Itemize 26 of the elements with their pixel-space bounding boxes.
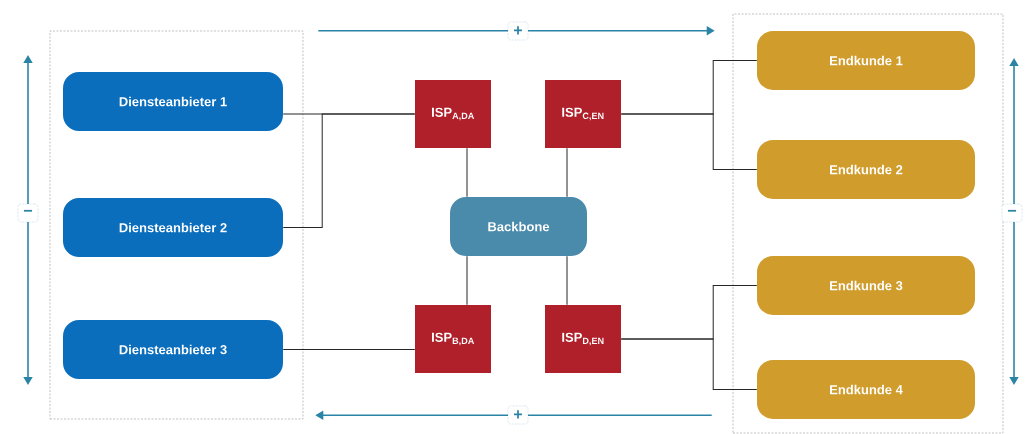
group-frame <box>49 30 304 420</box>
minus-label: − <box>1001 203 1023 223</box>
connector <box>466 255 468 306</box>
rounded-box: Backbone <box>450 197 587 256</box>
minus-label: − <box>17 203 39 223</box>
isp-box: ISP$_{A,DA}$ <box>415 80 491 148</box>
connector <box>566 147 568 198</box>
connector <box>620 338 758 390</box>
group-frame <box>732 13 1004 434</box>
connector <box>282 113 416 228</box>
edge-label: + <box>507 21 529 41</box>
isp-box: ISP$_{D,EN}$ <box>545 305 621 373</box>
connector <box>466 147 468 198</box>
rounded-box: Endkunde 3 <box>757 256 975 315</box>
rounded-box: Endkunde 4 <box>757 360 975 419</box>
rounded-box: Diensteanbieter 3 <box>63 320 283 379</box>
rounded-box: Endkunde 1 <box>757 31 975 90</box>
connector <box>620 113 758 170</box>
rounded-box: Diensteanbieter 1 <box>63 72 283 131</box>
isp-box: ISP$_{C,EN}$ <box>545 80 621 148</box>
rounded-box: Endkunde 2 <box>757 140 975 199</box>
isp-box: ISP$_{B,DA}$ <box>415 305 491 373</box>
connector <box>566 255 568 306</box>
rounded-box: Diensteanbieter 2 <box>63 198 283 257</box>
edge-label: + <box>507 405 529 425</box>
connector <box>282 349 416 350</box>
